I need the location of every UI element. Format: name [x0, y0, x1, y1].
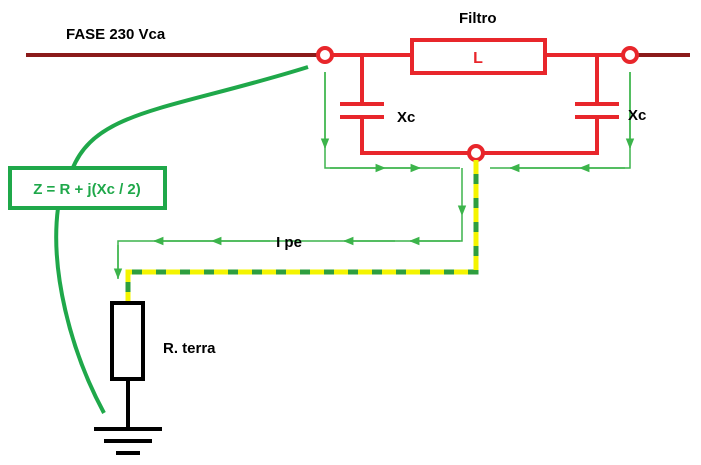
capacitor-right-label: Xc	[628, 107, 646, 124]
inductor-label: L	[473, 50, 483, 67]
node-center	[467, 144, 485, 162]
earth-resistor	[110, 301, 145, 381]
capacitor-left	[340, 102, 384, 119]
capacitor-right	[575, 102, 619, 119]
current-arrows	[113, 72, 635, 280]
node-output	[621, 46, 639, 64]
node-input	[316, 46, 334, 64]
filter-label: Filtro	[459, 10, 497, 27]
impedance-callout	[8, 65, 309, 414]
impedance-formula: Z = R + j(Xc / 2)	[33, 181, 141, 198]
current-label: I pe	[276, 234, 302, 251]
phase-label: FASE 230 Vca	[66, 26, 166, 43]
capacitor-left-label: Xc	[397, 109, 415, 126]
ground-icon	[94, 427, 162, 455]
pe-conductor	[125, 160, 479, 303]
earth-resistor-label: R. terra	[163, 340, 216, 357]
